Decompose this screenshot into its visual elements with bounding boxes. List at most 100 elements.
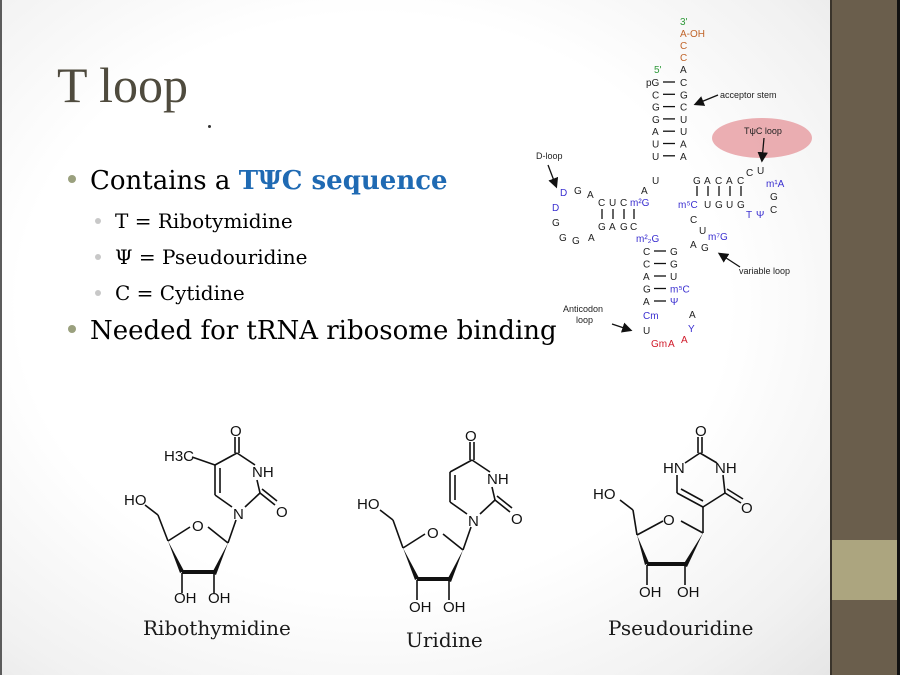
five-prime-label: 5' — [654, 65, 662, 76]
base-left: G — [652, 103, 660, 114]
molecule-caption: Pseudouridine — [608, 616, 754, 640]
sub-bullet-text: T = Ribotymidine — [115, 209, 293, 233]
base-left: C — [652, 90, 659, 101]
base-right: A — [680, 140, 687, 151]
atom-o-ring: O — [427, 525, 439, 542]
acceptor-tail-c1: C — [680, 41, 687, 52]
bullet-icon — [68, 175, 76, 183]
ac-loop-a3: A — [689, 310, 696, 321]
sub-bullet-item: C = Cytidine — [95, 281, 245, 305]
base-left: A — [643, 272, 650, 283]
t-bot-5: G — [737, 200, 745, 211]
d-top-4: m²G — [630, 198, 650, 209]
base-right: U — [680, 115, 687, 126]
d-loop-g4: G — [572, 236, 580, 247]
ac-loop-gm: Gm — [651, 339, 667, 350]
sub-bullet-item: Ψ = Pseudouridine — [95, 245, 308, 269]
d-loop-a2: A — [588, 233, 595, 244]
atom-o: O — [741, 500, 753, 517]
ribothymidine-structure: O NH O N H3C HO O OH OH — [124, 423, 288, 605]
t-top-base: C — [715, 176, 722, 187]
tpsic-loop-highlight — [712, 118, 812, 158]
d-bot-3: G — [620, 222, 628, 233]
ac-loop-a2: A — [681, 335, 688, 346]
t-loop-c2: C — [770, 205, 777, 216]
variable-loop-label: variable loop — [739, 266, 790, 276]
d-loop-arrow — [547, 164, 559, 189]
connector-u: U — [652, 176, 659, 187]
t-top-base: A — [726, 176, 733, 187]
atom-o-ring: O — [192, 518, 204, 535]
d-loop-g2: G — [552, 218, 560, 229]
ac-loop-u: U — [643, 326, 650, 337]
atom-oh: OH — [677, 584, 700, 601]
sub-bullet-text: C = Cytidine — [115, 281, 245, 305]
t-bot-3: G — [715, 200, 723, 211]
d-loop-d2: D — [552, 203, 559, 214]
tpsic-loop-label: TψC loop — [744, 126, 782, 136]
d-top-2: U — [609, 198, 616, 209]
d-loop-g: G — [574, 186, 582, 197]
atom-oh: OH — [208, 590, 231, 605]
var-m7g: m⁷G — [708, 232, 728, 243]
atom-o-ring: O — [663, 512, 675, 529]
atom-ho: HO — [124, 492, 147, 509]
base-right: U — [670, 272, 677, 283]
left-edge — [0, 0, 2, 675]
d-loop-g3: G — [559, 233, 567, 244]
atom-nh: NH — [487, 471, 509, 488]
molecule-caption: Ribothymidine — [143, 616, 291, 640]
sub-bullet-text: Ψ = Pseudouridine — [115, 245, 308, 269]
ac-loop-a1: A — [668, 339, 675, 350]
var-a: A — [690, 240, 697, 251]
atom-nh: NH — [252, 464, 274, 481]
atom-ho: HO — [357, 496, 380, 513]
acceptor-tail-a: A-OH — [680, 29, 705, 40]
atom-n: N — [233, 506, 244, 523]
acceptor-tail-a2: A — [680, 65, 687, 76]
base-right: C — [680, 78, 687, 89]
d-bot-1: G — [598, 222, 606, 233]
atom-oh: OH — [443, 599, 466, 616]
atom-oh: OH — [639, 584, 662, 601]
slide-title: T loop — [57, 57, 189, 113]
base-left: G — [652, 115, 660, 126]
base-right: G — [670, 247, 678, 258]
t-top-base: A — [704, 176, 711, 187]
d-loop-a: A — [587, 190, 594, 201]
pseudouridine-structure: O HN NH O HO O OH OH — [593, 423, 753, 601]
sub-bullet-icon — [95, 289, 101, 296]
sub-bullet-icon — [95, 253, 101, 260]
atom-nh: NH — [715, 460, 737, 477]
variable-loop-arrow — [717, 252, 741, 268]
base-right: Ψ — [670, 297, 678, 308]
base-left: A — [652, 127, 659, 138]
t-loop-u: U — [757, 166, 764, 177]
atom-ho: HO — [593, 486, 616, 503]
base-left: A — [643, 297, 650, 308]
base-right: G — [670, 260, 678, 271]
bullet-item: Contains a TΨC sequence — [68, 166, 448, 196]
base-left: C — [643, 260, 650, 271]
stray-dot — [208, 125, 211, 128]
anticodon-label-2: loop — [576, 315, 593, 325]
base-right: C — [680, 103, 687, 114]
t-loop-m1a: m¹A — [766, 179, 785, 190]
sidebar-border — [830, 0, 832, 675]
t-loop-t: T — [746, 210, 752, 221]
tpsic-loop-arrow — [757, 137, 768, 163]
base-left: pG — [646, 78, 660, 89]
ac-loop-y: Y — [688, 324, 695, 335]
base-right: A — [680, 152, 687, 163]
d-top-1: C — [598, 198, 605, 209]
d-top-3: C — [620, 198, 627, 209]
t-loop-psi: Ψ — [756, 210, 764, 221]
base-right: m⁵C — [670, 285, 690, 296]
sub-bullet-item: T = Ribotymidine — [95, 209, 293, 233]
atom-hn: HN — [663, 460, 685, 477]
bullet-text: Needed for tRNA ribosome binding — [90, 316, 557, 346]
